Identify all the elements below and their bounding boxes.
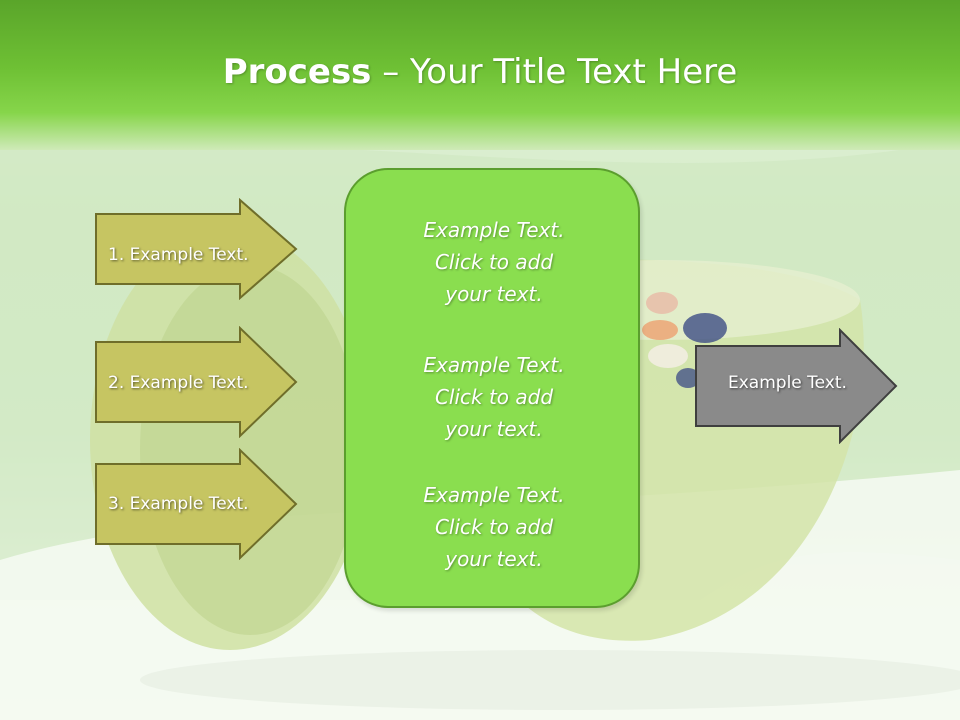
title-band <box>0 0 960 150</box>
step-label-2: 2. Example Text. <box>108 373 249 393</box>
center-paragraph-2: Example Text. Click to add your text. <box>346 349 642 445</box>
center-line: Click to add <box>434 515 554 539</box>
center-line: your text. <box>445 547 543 571</box>
center-line: Click to add <box>434 250 554 274</box>
step-label-1: 1. Example Text. <box>108 245 249 265</box>
step-arrow-1[interactable] <box>94 198 300 300</box>
center-line: Click to add <box>434 385 554 409</box>
result-arrow[interactable] <box>694 328 900 444</box>
result-label: Example Text. <box>728 373 847 393</box>
center-line: Example Text. <box>423 353 565 377</box>
step-arrow-3[interactable] <box>94 448 300 560</box>
title-rest: – Your Title Text Here <box>371 52 738 92</box>
center-paragraph-1: Example Text. Click to add your text. <box>346 214 642 310</box>
center-line: your text. <box>445 417 543 441</box>
center-line: Example Text. <box>423 218 565 242</box>
center-line: your text. <box>445 282 543 306</box>
title-bold: Process <box>222 52 372 92</box>
step-arrow-2[interactable] <box>94 326 300 438</box>
center-line: Example Text. <box>423 483 565 507</box>
step-label-3: 3. Example Text. <box>108 494 249 514</box>
slide-title: Process – Your Title Text Here <box>0 52 960 92</box>
center-text-box[interactable]: Example Text. Click to add your text. Ex… <box>344 168 640 608</box>
center-paragraph-3: Example Text. Click to add your text. <box>346 479 642 575</box>
